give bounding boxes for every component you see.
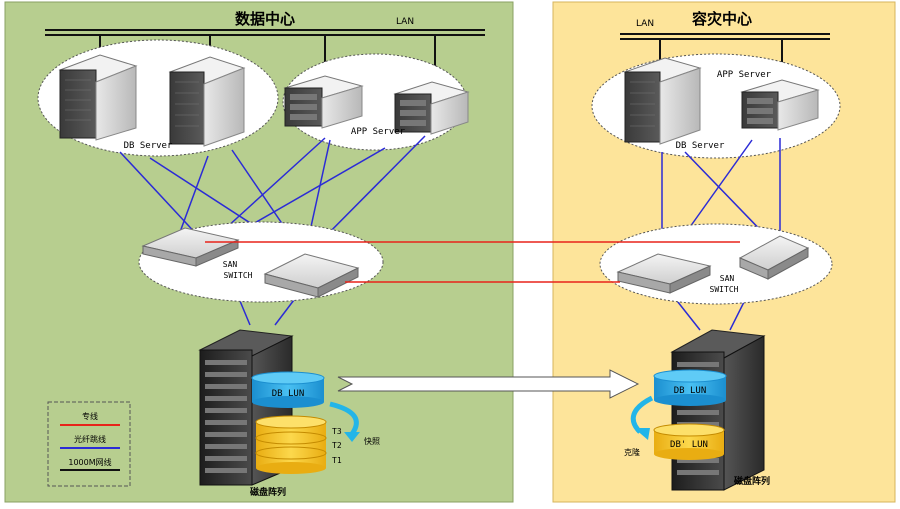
right-array-label: 磁盘阵列 [734, 475, 770, 487]
replication-arrow [337, 369, 640, 399]
snapshot-label: 快照 [364, 436, 380, 446]
left-db-server-1 [58, 54, 138, 141]
right-disk-array [670, 329, 766, 491]
left-lan-label: LAN [396, 17, 414, 27]
legend-label-ethernet: 1000M网线 [68, 457, 111, 467]
legend-label-leased: 专线 [82, 411, 98, 421]
right-san-label: SAN [720, 274, 735, 283]
left-app-server-1 [283, 75, 364, 129]
left-db-lun [251, 371, 325, 408]
left-san-switch-2 [263, 253, 360, 298]
clone-label: 克隆 [624, 447, 640, 457]
snapshot-tier-t3: T3 [332, 427, 342, 436]
right-db-lun [653, 369, 727, 406]
left-db-server-2 [168, 56, 246, 147]
legend-label-fiber: 光纤跳线 [74, 434, 106, 444]
left-snapshot-stack [255, 415, 327, 474]
right-site-title: 容灾中心 [691, 10, 752, 28]
left-switch-label: SWITCH [224, 271, 253, 280]
snapshot-tier-t2: T2 [332, 441, 342, 450]
right-lan-label: LAN [636, 19, 654, 29]
right-app-server-label: APP Server [717, 70, 772, 80]
right-db-server [623, 57, 702, 145]
left-site-title: 数据中心 [235, 10, 295, 28]
snapshot-arrowhead-icon [344, 432, 360, 442]
left-db-lun-label: DB LUN [272, 389, 305, 399]
right-clone-lun-label: DB' LUN [670, 440, 708, 450]
leased-lines [205, 241, 740, 283]
right-clone-lun [653, 423, 725, 460]
right-db-lun-label: DB LUN [674, 386, 707, 396]
clone-arrowhead-icon [634, 428, 650, 440]
left-app-server-label: APP Server [351, 127, 406, 137]
snapshot-tier-t1: T1 [332, 456, 342, 465]
right-san-switch-2 [738, 235, 810, 280]
left-san-label: SAN [223, 260, 238, 269]
left-san-switch-1 [141, 227, 240, 267]
right-db-server-label: DB Server [676, 141, 725, 151]
right-switch-label: SWITCH [710, 285, 739, 294]
left-app-server-2 [393, 81, 470, 135]
snapshot-arrow-icon [329, 401, 359, 436]
left-db-server-label: DB Server [124, 141, 173, 151]
right-app-server [740, 79, 820, 131]
legend [47, 401, 131, 487]
left-array-label: 磁盘阵列 [250, 486, 286, 498]
right-san-switch-1 [616, 253, 712, 294]
